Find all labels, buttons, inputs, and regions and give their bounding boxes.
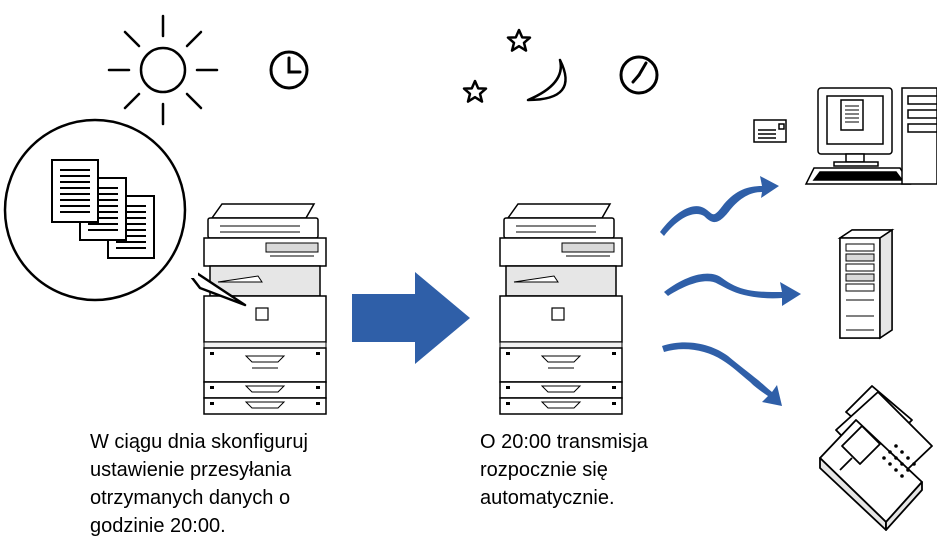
transmission-arrows [660,176,801,406]
transfer-arrow [352,272,470,364]
multifunction-printer-icon [499,203,623,415]
star-icon [462,79,488,103]
caption-line: automatycznie. [480,487,615,509]
caption-scheduled-transmission: O 20:00 transmisja rozpocznie się automa… [480,428,648,512]
caption-line: O 20:00 transmisja [480,431,648,453]
sun-icon [107,14,219,126]
caption-line: ustawienie przesyłania [90,459,292,481]
caption-line: rozpocznie się [480,459,608,481]
fax-machine-icon [819,385,933,531]
computer-icon [753,87,937,185]
caption-line: godzinie 20:00. [90,515,226,537]
caption-line: otrzymanych danych o [90,487,291,509]
moon-icon [526,58,567,102]
caption-daytime-setup: W ciągu dnia skonfiguruj ustawienie prze… [90,428,308,540]
multifunction-printer-icon [203,203,327,415]
file-server-icon [837,228,895,340]
caption-line: W ciągu dnia skonfiguruj [90,431,308,453]
clock-icon [269,50,309,90]
star-icon [506,28,532,52]
document-stack-icon [3,118,247,307]
clock-icon [619,55,659,95]
